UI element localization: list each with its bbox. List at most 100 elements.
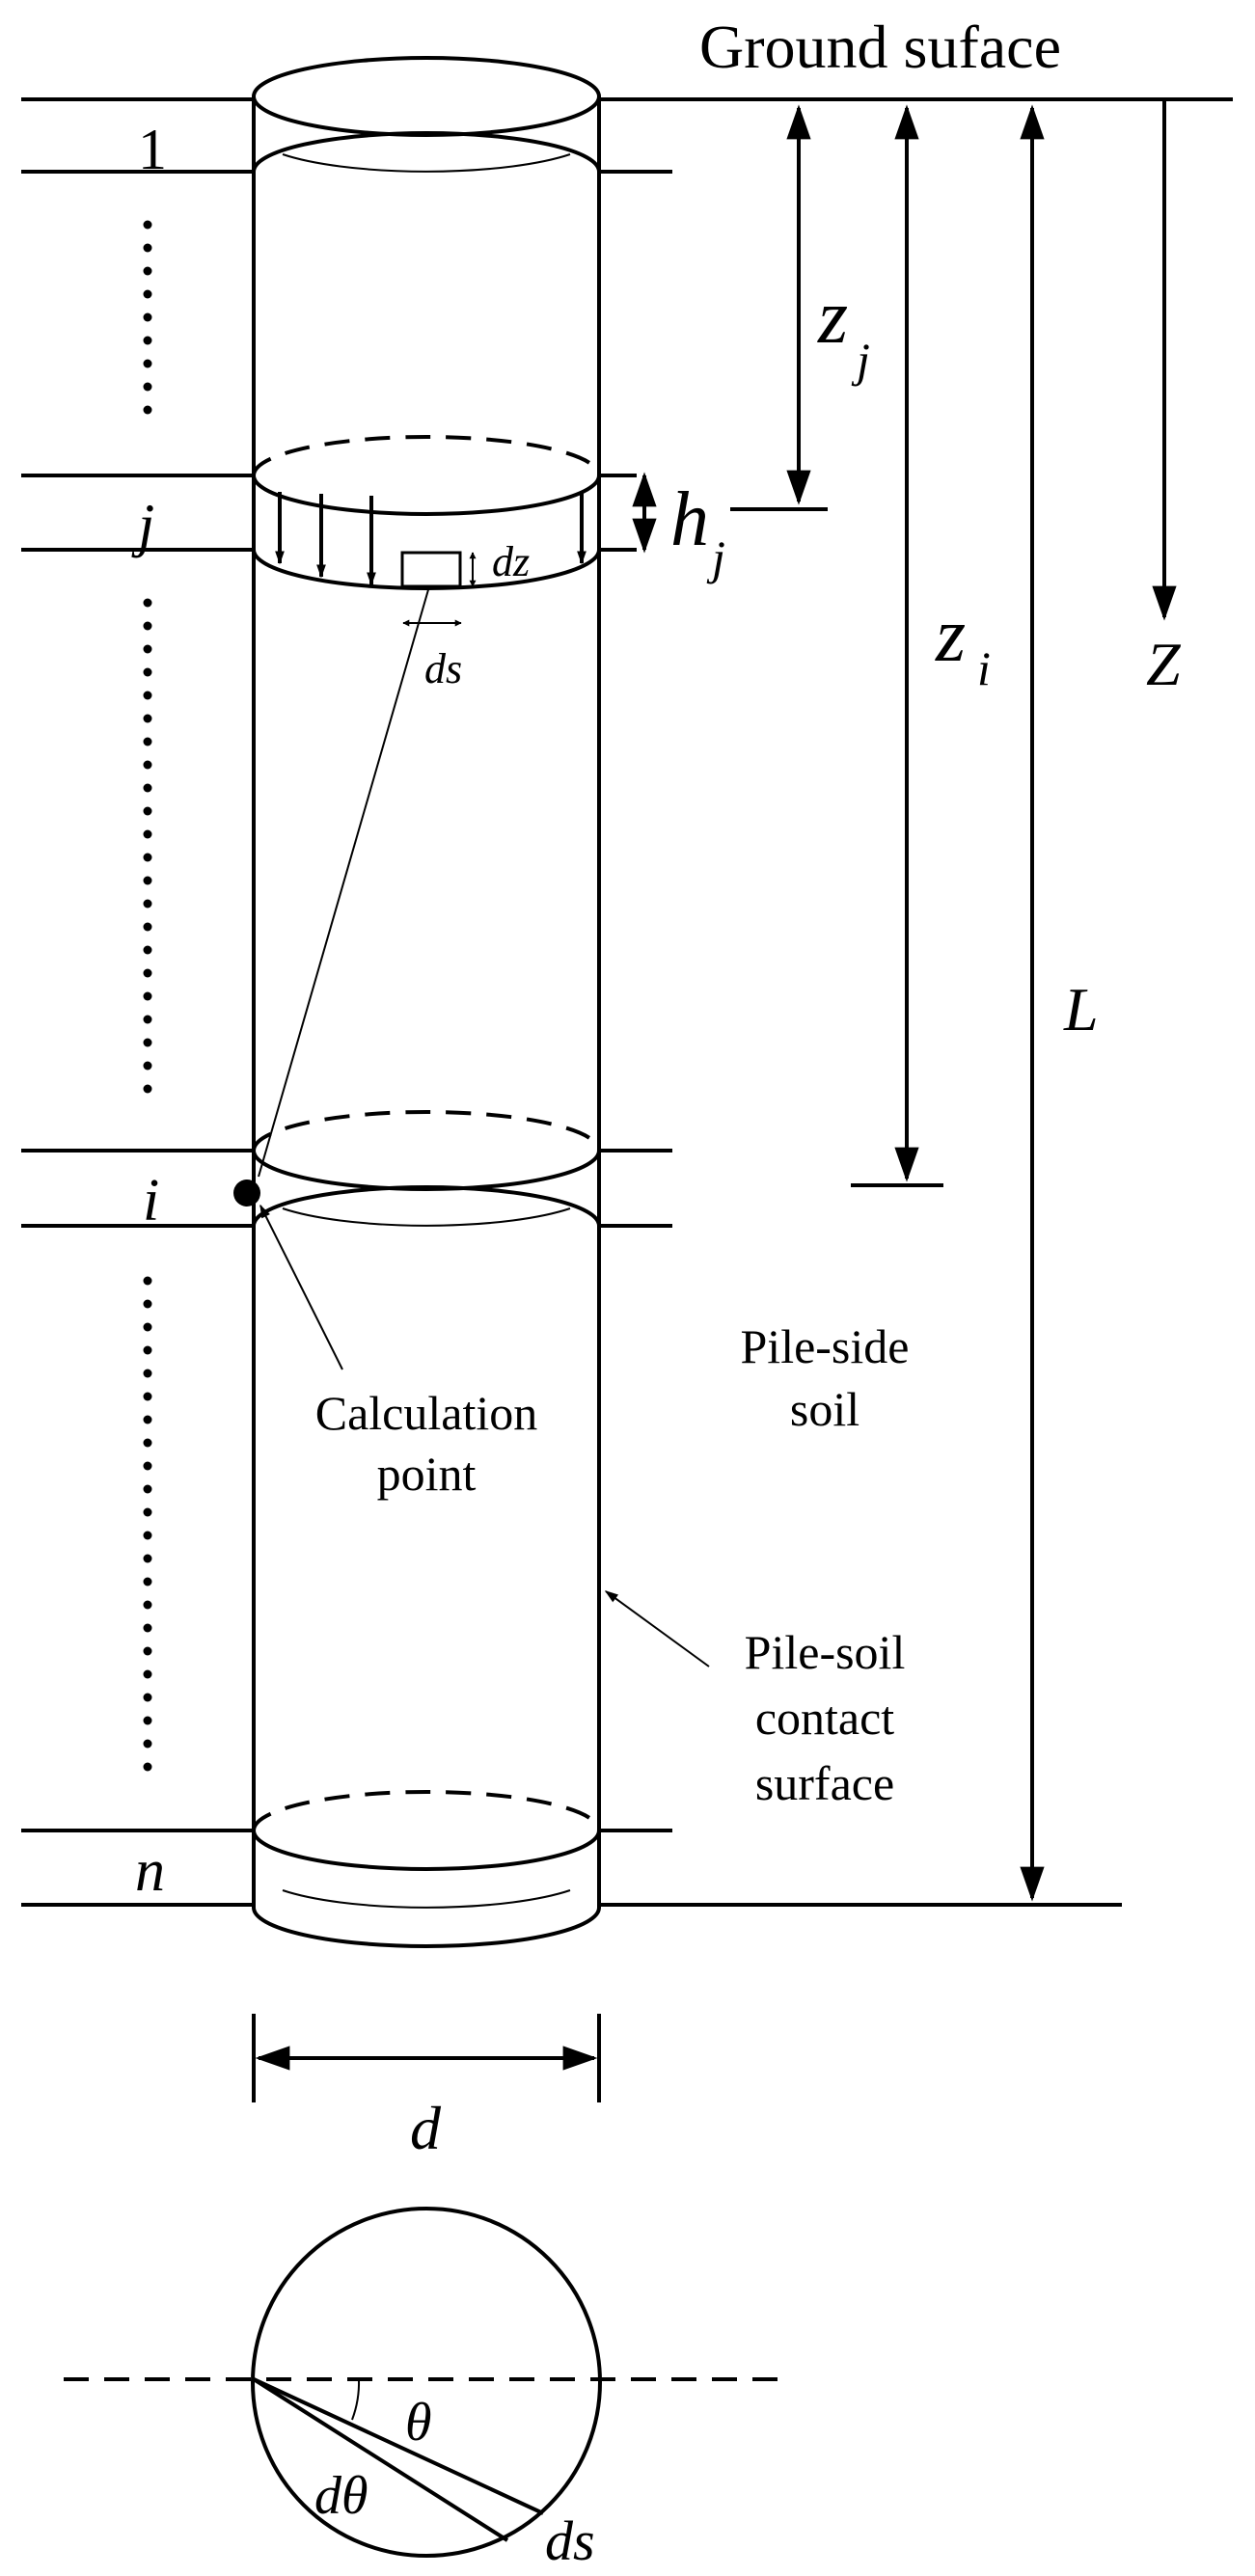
omitted-layer-dot (143, 621, 152, 631)
omitted-layer-dot (143, 1322, 152, 1332)
section-i-front-hint (282, 1207, 571, 1227)
omitted-layer-dot (143, 1438, 152, 1448)
omitted-layer-dot (143, 1507, 152, 1517)
section-i-top-solid (252, 1150, 601, 1191)
diameter-label: d (410, 2094, 442, 2162)
omitted-layer-dot (143, 1061, 152, 1071)
calc-point-pointer (259, 1204, 343, 1370)
plan-section (64, 2207, 787, 2558)
omitted-layer-dot (143, 1600, 152, 1610)
omitted-layer-dot (143, 243, 152, 253)
omitted-layer-dot (143, 1369, 152, 1378)
pile-side-soil-line2: soil (790, 1382, 859, 1436)
section-j-top-dashed (252, 435, 601, 476)
omitted-layer-dot (143, 1577, 152, 1586)
labels: Ground suface 1 j i n z j h j z i Z L dz… (131, 13, 1182, 2572)
omitted-layer-dot (143, 405, 152, 415)
omitted-layer-dot (143, 667, 152, 677)
omitted-layer-dot (143, 853, 152, 862)
leader-to-calc-point (258, 585, 430, 1178)
depth-axis-label: Z (1146, 630, 1182, 698)
plan-circle (251, 2207, 602, 2558)
section-i-bottom-solid (252, 1185, 601, 1227)
element-box (400, 551, 462, 588)
dz-label: dz (492, 538, 530, 585)
omitted-layer-dot (143, 691, 152, 700)
omitted-layer-dot (143, 1084, 152, 1094)
omitted-layer-dot (143, 829, 152, 839)
omitted-layer-dot (143, 714, 152, 723)
omitted-layer-dot (143, 1484, 152, 1494)
section-n-front-hint (282, 1889, 571, 1909)
omitted-layer-dot (143, 1623, 152, 1633)
omitted-layer-dot (143, 336, 152, 345)
omitted-layer-dot (143, 1461, 152, 1471)
layer-1-label: 1 (138, 118, 167, 181)
differential-element (258, 551, 477, 1178)
section-j-top-solid (252, 475, 601, 516)
omitted-layer-dot (143, 382, 152, 392)
omitted-layer-dot (143, 945, 152, 955)
ds-section-label: ds (545, 2509, 595, 2572)
section-i-top-dashed (252, 1110, 601, 1152)
pile-bottom-arc (252, 1907, 601, 1948)
omitted-layer-dot (143, 968, 152, 978)
section-n-top-solid (252, 1830, 601, 1871)
calc-point-label-line1: Calculation (315, 1386, 538, 1440)
omitted-layer-dot (143, 266, 152, 276)
omitted-layer-dot (143, 312, 152, 322)
omitted-layer-dot (143, 899, 152, 908)
h-j-label: h (670, 477, 709, 562)
plan-radius-1 (253, 2377, 544, 2515)
dimension-lines (252, 99, 1177, 2102)
omitted-layer-dots (143, 220, 152, 1772)
shear-stress-arrows (275, 492, 587, 586)
z-i-label: z (935, 593, 966, 678)
omitted-layer-dot (143, 1739, 152, 1749)
calc-point-label-line2: point (377, 1447, 477, 1501)
omitted-layer-dot (143, 1554, 152, 1563)
omitted-layer-dot (143, 1345, 152, 1355)
theta-arc (351, 2378, 361, 2421)
omitted-layer-dot (143, 1693, 152, 1702)
omitted-layer-dot (143, 1015, 152, 1024)
z-i-subscript: i (977, 641, 991, 695)
omitted-layer-dot (143, 359, 152, 368)
omitted-layer-dot (143, 1762, 152, 1772)
contact-surface-line2: contact (755, 1691, 894, 1745)
d-theta-label: dθ (314, 2466, 368, 2526)
layer-lines (21, 97, 1233, 1907)
ds-element-label: ds (424, 645, 462, 692)
pile-top-ellipse (252, 56, 601, 137)
omitted-layer-dot (143, 220, 152, 230)
section-1-ellipse (252, 131, 601, 173)
omitted-layer-dot (143, 991, 152, 1001)
ground-surface-label: Ground suface (699, 13, 1061, 81)
omitted-layer-dot (143, 737, 152, 746)
layer-i-label: i (143, 1168, 159, 1234)
omitted-layer-dot (143, 806, 152, 816)
omitted-layer-dot (143, 1646, 152, 1656)
section-1-front-hint (282, 153, 571, 173)
cross-sections (252, 131, 601, 1909)
calculation-point-group (233, 1180, 710, 1668)
omitted-layer-dot (143, 783, 152, 793)
omitted-layer-dot (143, 1415, 152, 1424)
pile (252, 56, 601, 1948)
omitted-layer-dot (143, 1276, 152, 1286)
omitted-layer-dot (143, 1038, 152, 1047)
omitted-layer-dot (143, 644, 152, 654)
section-j-bottom-solid (252, 549, 601, 590)
theta-label: θ (405, 2393, 432, 2453)
omitted-layer-dot (143, 1531, 152, 1540)
layer-n-label: n (135, 1838, 165, 1904)
plan-radius-2 (252, 2377, 509, 2542)
omitted-layer-dot (143, 876, 152, 885)
pile-side-soil-line1: Pile-side (741, 1319, 910, 1373)
pile-length-label: L (1063, 975, 1099, 1044)
contact-surface-line3: surface (755, 1756, 894, 1810)
section-n-top-dashed (252, 1790, 601, 1831)
z-j-subscript: j (851, 333, 870, 387)
